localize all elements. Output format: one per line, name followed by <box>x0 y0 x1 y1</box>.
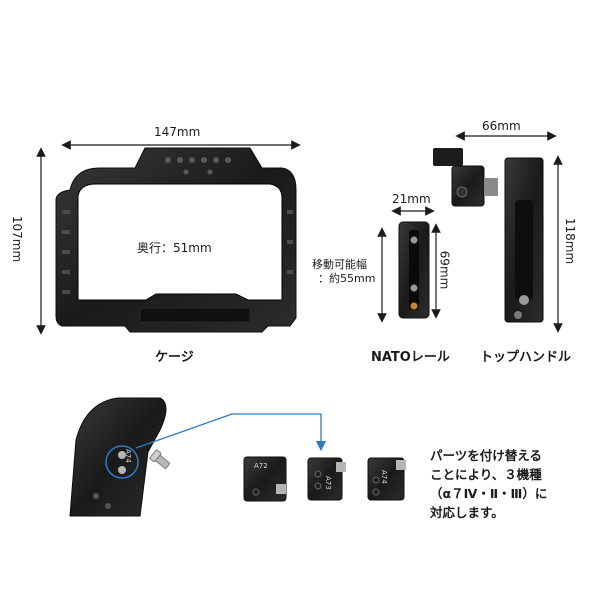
highlight-circle <box>105 445 139 479</box>
cage-depth-label: 奥行：51mm <box>137 241 212 255</box>
a72-label: A72 <box>254 462 268 470</box>
part-a72: A72 <box>243 456 287 502</box>
description-line: 対応します。 <box>430 505 504 520</box>
a73-label: A73 <box>324 476 332 490</box>
description-line: ことにより、３機種 <box>430 467 542 482</box>
handle-height-label: 118mm <box>563 217 578 265</box>
top-handle-illustration <box>433 148 544 323</box>
cage-closeup-illustration: A74 <box>69 397 171 517</box>
nato-rail-illustration <box>398 221 430 319</box>
part-a74: A74 <box>367 457 406 501</box>
compatibility-description: パーツを付け替える ことにより、３機種 （α７Ⅳ・Ⅱ・Ⅲ）に 対応します。 <box>430 446 590 522</box>
a74-part-label: A74 <box>380 470 388 484</box>
cage-width-label: 147mm <box>154 125 201 139</box>
callout-line <box>135 413 327 452</box>
nato-travel-label-2: ：約55mm <box>318 272 376 285</box>
cage-height-label: 107mm <box>10 215 25 263</box>
cage-illustration <box>55 147 297 333</box>
nato-height-label: 69mm <box>437 250 452 290</box>
nato-travel-label-1: 移動可能幅 <box>312 258 367 271</box>
handle-width-label: 66mm <box>482 119 521 133</box>
nato-caption: NATOレール <box>371 350 450 365</box>
description-line: パーツを付け替える <box>430 448 542 463</box>
description-line: （α７Ⅳ・Ⅱ・Ⅲ）に <box>430 486 548 501</box>
a74-label: A74 <box>124 449 132 463</box>
part-a73: A73 <box>307 457 346 501</box>
handle-caption: トップハンドル <box>480 350 572 365</box>
cage-caption: ケージ <box>155 350 194 365</box>
nato-width-label: 21mm <box>392 192 431 206</box>
